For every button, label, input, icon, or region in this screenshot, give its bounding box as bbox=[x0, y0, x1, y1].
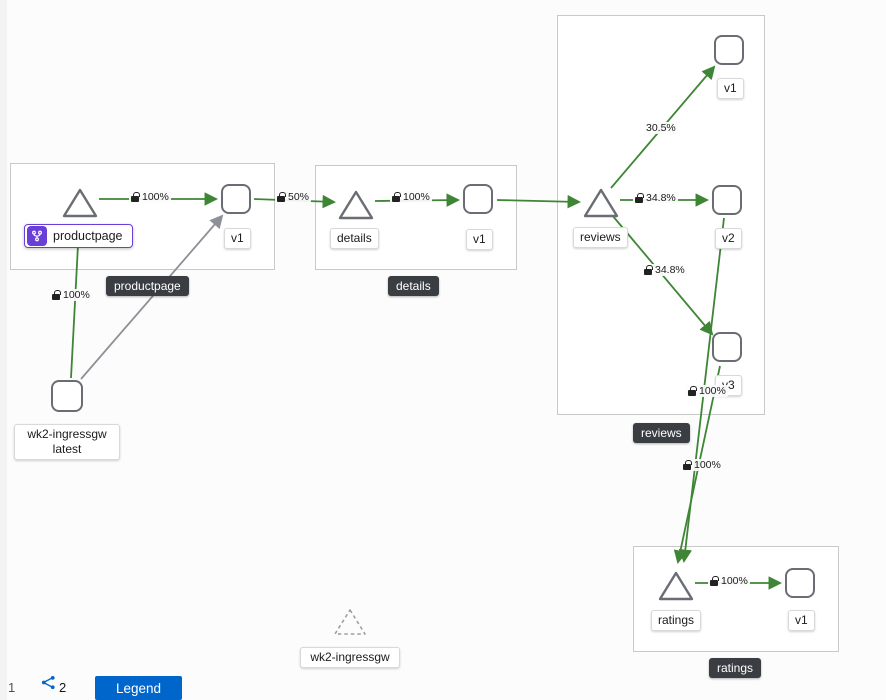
reviews-service-label[interactable]: reviews bbox=[573, 227, 628, 248]
edge-label-details-to-v1: 100% bbox=[390, 191, 432, 203]
workload-node-reviews-v3[interactable] bbox=[712, 332, 742, 362]
mtls-lock-icon bbox=[688, 386, 697, 396]
edge-to-reviews[interactable] bbox=[496, 194, 582, 209]
page-indicator: 1 bbox=[8, 680, 16, 695]
app-box-productpage bbox=[10, 163, 275, 270]
mtls-lock-icon bbox=[635, 193, 644, 203]
service-node-productpage[interactable] bbox=[60, 186, 100, 220]
mtls-lock-icon bbox=[277, 192, 286, 202]
legend-button[interactable]: Legend bbox=[95, 676, 182, 700]
edge-ingress-to-productpage-v1[interactable] bbox=[80, 214, 224, 380]
workload-node-reviews-v2[interactable] bbox=[712, 185, 742, 215]
edge-label-v3-to-ratings: 100% bbox=[681, 459, 723, 471]
mtls-lock-icon bbox=[392, 192, 401, 202]
mtls-lock-icon bbox=[710, 576, 719, 586]
ingressgw-label-line2: latest bbox=[52, 442, 82, 456]
details-service-label[interactable]: details bbox=[330, 228, 379, 249]
mtls-lock-icon bbox=[52, 290, 61, 300]
mtls-lock-icon bbox=[131, 192, 140, 202]
service-node-details[interactable] bbox=[336, 188, 376, 222]
edge-label-v2-to-ratings: 100% bbox=[686, 385, 728, 397]
productpage-service-label-text: productpage bbox=[53, 229, 123, 243]
reviews-v1-label[interactable]: v1 bbox=[717, 78, 744, 99]
app-box-label-ratings[interactable]: ratings bbox=[709, 658, 762, 678]
edge-label-ratings-to-v1: 100% bbox=[708, 575, 750, 587]
reviews-v2-label[interactable]: v2 bbox=[715, 228, 742, 249]
ratings-service-label[interactable]: ratings bbox=[651, 610, 702, 631]
workload-node-productpage-v1[interactable] bbox=[221, 184, 251, 214]
edge-label-productpage-to-v1: 100% bbox=[129, 191, 171, 203]
workload-node-ingressgw[interactable] bbox=[51, 380, 83, 412]
app-box-label-details[interactable]: details bbox=[388, 276, 439, 296]
virtual-service-badge-icon bbox=[27, 226, 47, 246]
ratings-v1-label[interactable]: v1 bbox=[788, 610, 815, 631]
left-gutter bbox=[0, 0, 7, 700]
service-node-reviews[interactable] bbox=[581, 186, 621, 220]
workload-node-details-v1[interactable] bbox=[463, 184, 493, 214]
app-box-label-reviews[interactable]: reviews bbox=[633, 423, 690, 443]
details-v1-label[interactable]: v1 bbox=[466, 229, 493, 250]
edge-label-ingress-to-productpage: 100% bbox=[50, 289, 92, 301]
graph-nodes-icon bbox=[41, 675, 56, 695]
workload-node-ratings-v1[interactable] bbox=[785, 568, 815, 598]
idle-gateway-label[interactable]: wk2-ingressgw bbox=[300, 647, 400, 668]
edge-label-reviews-to-v2: 34.8% bbox=[633, 192, 678, 204]
edge-label-reviews-to-v3: 34.8% bbox=[642, 264, 687, 276]
service-node-ratings[interactable] bbox=[656, 569, 696, 603]
productpage-v1-label[interactable]: v1 bbox=[224, 228, 251, 249]
ingressgw-label-line1: wk2-ingressgw bbox=[27, 427, 107, 441]
productpage-service-label[interactable]: productpage bbox=[24, 224, 133, 248]
workload-node-reviews-v1[interactable] bbox=[714, 35, 744, 65]
service-node-idle-gateway[interactable] bbox=[332, 607, 368, 637]
app-box-label-productpage[interactable]: productpage bbox=[106, 276, 189, 296]
edge-ingress-to-productpage[interactable] bbox=[70, 223, 86, 379]
edge-label-reviews-to-v1: 30.5% bbox=[644, 122, 678, 134]
edge-label-v1-to-details: 50% bbox=[275, 191, 312, 203]
mtls-lock-icon bbox=[683, 460, 692, 470]
node-count: 2 bbox=[59, 680, 67, 695]
mtls-lock-icon bbox=[644, 265, 653, 275]
ingressgw-label[interactable]: wk2-ingressgw latest bbox=[14, 424, 120, 460]
